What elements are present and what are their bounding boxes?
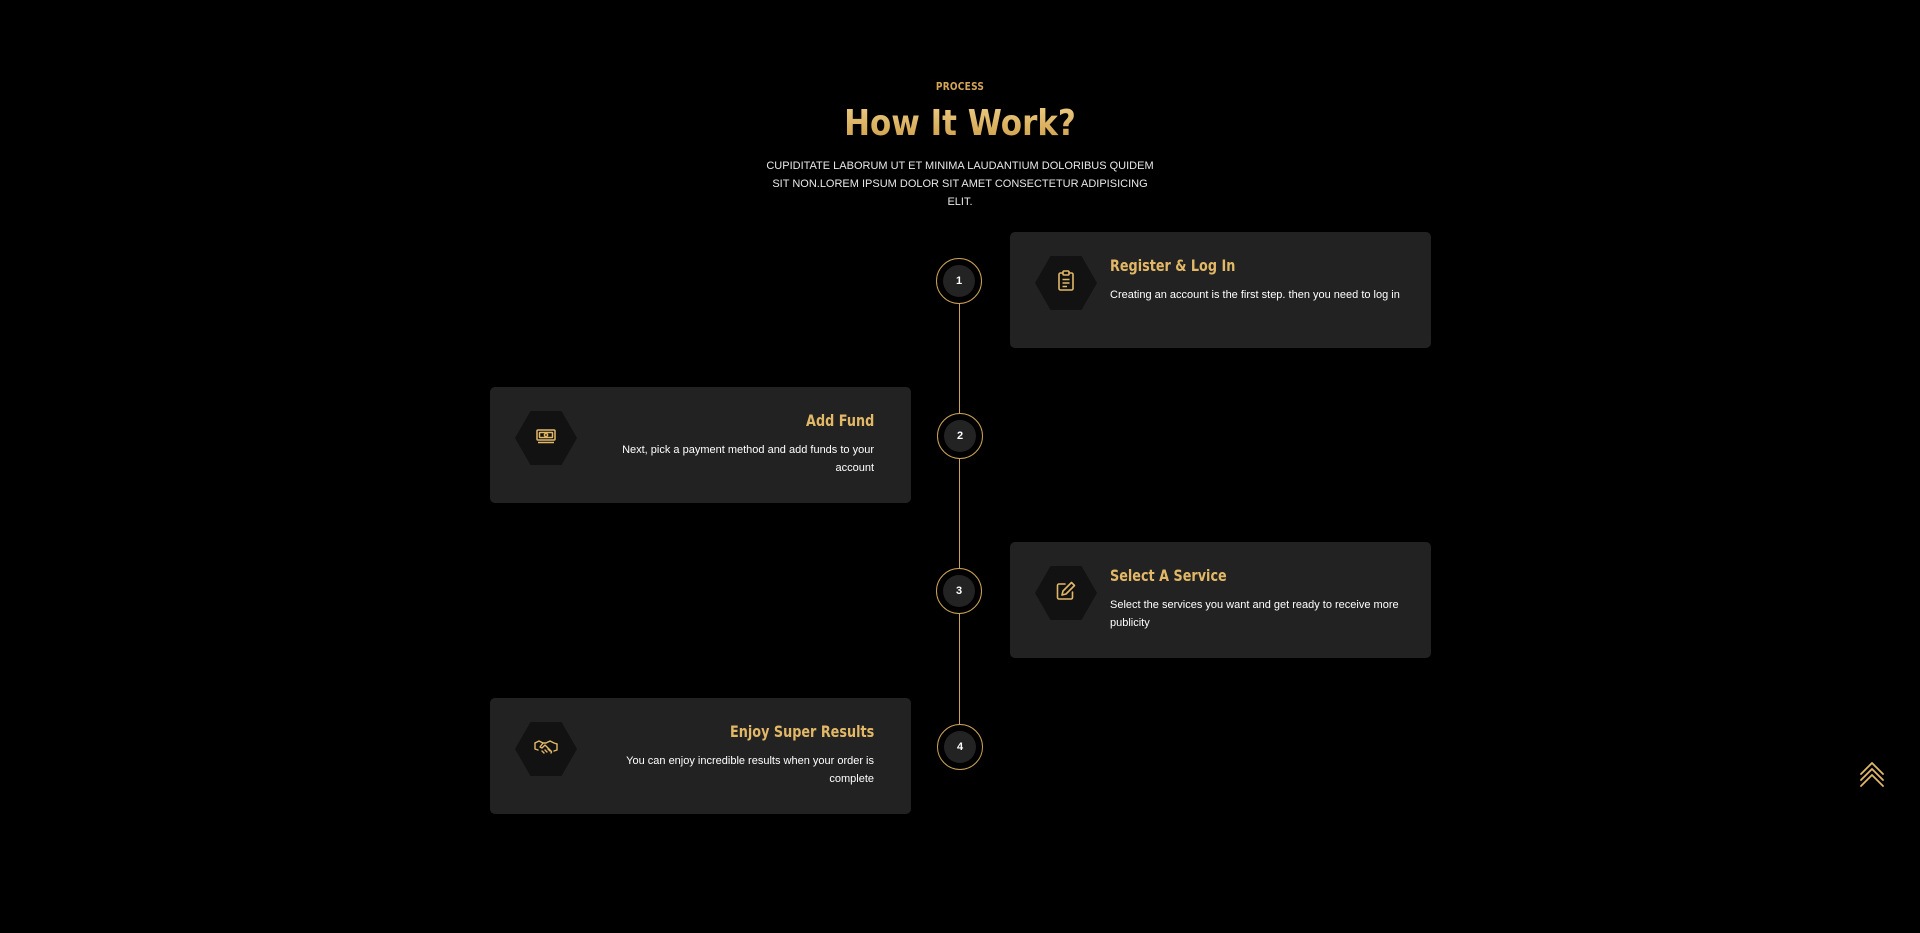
clipboard-icon bbox=[1056, 269, 1076, 297]
section-eyebrow: PROCESS bbox=[935, 80, 985, 93]
step-number: 4 bbox=[944, 731, 976, 763]
step-number: 2 bbox=[944, 420, 976, 452]
step-description: You can enjoy incredible results when yo… bbox=[626, 755, 874, 785]
edit-icon bbox=[1055, 580, 1077, 607]
step-card-register: Register & Log In Creating an account is… bbox=[1010, 232, 1431, 348]
step-node-1: 1 bbox=[936, 258, 982, 304]
step-title: Enjoy Super Results bbox=[729, 722, 874, 741]
cash-icon bbox=[535, 427, 557, 450]
section-subtitle: CUPIDITATE LABORUM UT ET MINIMA LAUDANTI… bbox=[766, 160, 1154, 208]
step-icon-container bbox=[515, 411, 577, 465]
step-number: 1 bbox=[943, 265, 975, 297]
step-node-3: 3 bbox=[936, 568, 982, 614]
step-title: Select A Service bbox=[1110, 566, 1227, 585]
scroll-to-top-button[interactable] bbox=[1856, 760, 1888, 792]
section-title: How It Work? bbox=[134, 100, 1785, 148]
step-card-enjoy-results: Enjoy Super Results You can enjoy incred… bbox=[490, 698, 911, 814]
chevrons-up-icon bbox=[1858, 759, 1886, 794]
step-icon-container bbox=[515, 722, 577, 776]
handshake-icon bbox=[534, 738, 558, 761]
step-icon-container bbox=[1035, 256, 1097, 310]
step-card-add-fund: Add Fund Next, pick a payment method and… bbox=[490, 387, 911, 503]
step-description: Next, pick a payment method and add fund… bbox=[622, 444, 874, 474]
timeline-line bbox=[959, 300, 960, 730]
step-icon-container bbox=[1035, 566, 1097, 620]
step-description: Creating an account is the first step. t… bbox=[1110, 289, 1400, 301]
step-node-4: 4 bbox=[937, 724, 983, 770]
step-title: Register & Log In bbox=[1110, 256, 1236, 275]
step-description: Select the services you want and get rea… bbox=[1110, 599, 1399, 629]
step-title: Add Fund bbox=[805, 411, 874, 430]
step-number: 3 bbox=[943, 575, 975, 607]
step-card-select-service: Select A Service Select the services you… bbox=[1010, 542, 1431, 658]
step-node-2: 2 bbox=[937, 413, 983, 459]
